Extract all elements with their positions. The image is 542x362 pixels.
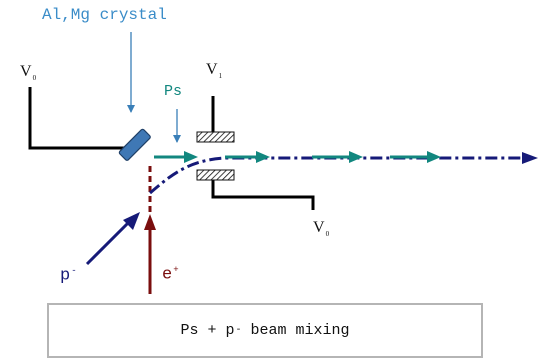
positron-beam-arrowhead [144, 214, 156, 230]
antiproton-beam-end-arrowhead [522, 152, 538, 164]
ps-beam-arrow-3 [349, 151, 363, 163]
ps-beam-arrow-2 [256, 151, 270, 163]
antiproton-label: p- [60, 267, 77, 285]
v1-main: V [206, 61, 218, 78]
positron-main: e [162, 265, 173, 285]
v0-left-label: V0 [20, 64, 36, 82]
caption-sup: - [235, 325, 242, 336]
slit-upper [196, 131, 235, 143]
al-mg-crystal [118, 128, 151, 161]
v0-right-label: V0 [313, 220, 329, 238]
ps-label: Ps [164, 83, 183, 100]
electrode-right [211, 180, 315, 210]
antiproton-main: p [60, 266, 71, 286]
antiproton-sup: - [71, 266, 77, 276]
positron-sup: + [173, 265, 179, 275]
ps-beam-arrow-1 [184, 151, 198, 163]
caption-box: Ps + p- beam mixing [47, 303, 483, 358]
ps-beam-arrow-4 [427, 151, 441, 163]
caption-pre: Ps + p [180, 322, 235, 339]
v0-right-sub: 0 [325, 230, 330, 239]
v1-sub: 1 [218, 72, 223, 81]
v0-right-main: V [313, 219, 325, 236]
v0-left-main: V [20, 63, 32, 80]
crystal-label: Al,Mg crystal [42, 6, 167, 24]
antiproton-beam-solid [85, 221, 130, 266]
v0-left-sub: 0 [32, 74, 37, 83]
positron-label: e+ [162, 266, 179, 284]
caption-post: beam mixing [241, 322, 350, 339]
electrode-left [28, 87, 136, 150]
antiproton-beam-arrowhead [123, 212, 140, 230]
v1-label: V1 [206, 62, 222, 80]
antiproton-beam-curve [149, 156, 525, 195]
slit-lower [196, 169, 235, 181]
